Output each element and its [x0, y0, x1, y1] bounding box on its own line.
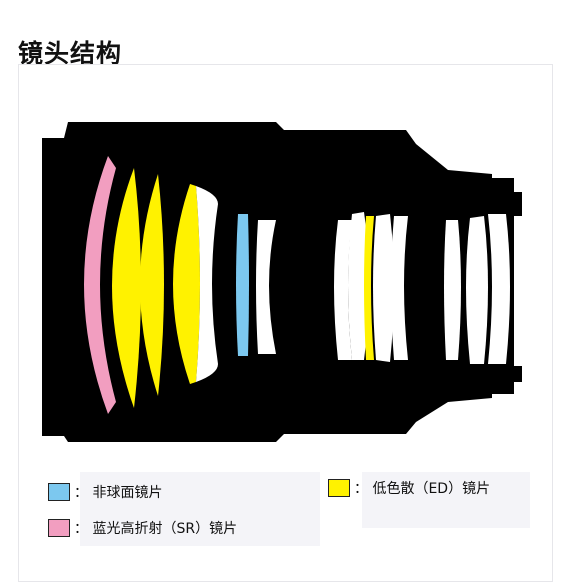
lens-element-white-4 [348, 212, 369, 360]
lens-element-white-8 [466, 216, 488, 364]
lens-element-white-2 [256, 220, 276, 354]
legend-label-sr: ： 蓝光高折射（SR）镜片 [74, 521, 238, 537]
lens-element-aspherical [236, 214, 249, 356]
legend-item-sr: ： 蓝光高折射（SR）镜片 [48, 518, 237, 538]
lens-element-white-1 [196, 186, 218, 382]
legend-panel-right [362, 472, 530, 528]
page-title: 镜头结构 [18, 39, 123, 68]
legend-label-ed: ： 低色散（ED）镜片 [354, 481, 491, 497]
lens-element-white-3 [334, 220, 352, 360]
legend-item-ed: ： 低色散（ED）镜片 [328, 478, 490, 498]
lens-element-sr [84, 156, 116, 414]
sr-swatch [48, 519, 70, 537]
lens-element-white-9 [488, 214, 510, 364]
lens-element-ed-4 [364, 216, 374, 360]
lens-element-ed-2 [140, 174, 164, 396]
legend-item-aspherical: ： 非球面镜片 [48, 482, 162, 502]
lens-element-ed-3 [173, 184, 200, 384]
legend-panel-left [80, 472, 320, 546]
lens-element-white-7 [444, 220, 461, 360]
ed-swatch [328, 479, 350, 497]
lens-element-white-6 [391, 216, 408, 360]
lens-barrel [42, 122, 522, 442]
lens-structure-diagram [42, 122, 522, 442]
aspherical-swatch [48, 483, 70, 501]
lens-element-white-5 [373, 214, 394, 362]
lens-element-ed-1 [112, 168, 141, 408]
legend-label-aspherical: ： 非球面镜片 [74, 485, 163, 501]
